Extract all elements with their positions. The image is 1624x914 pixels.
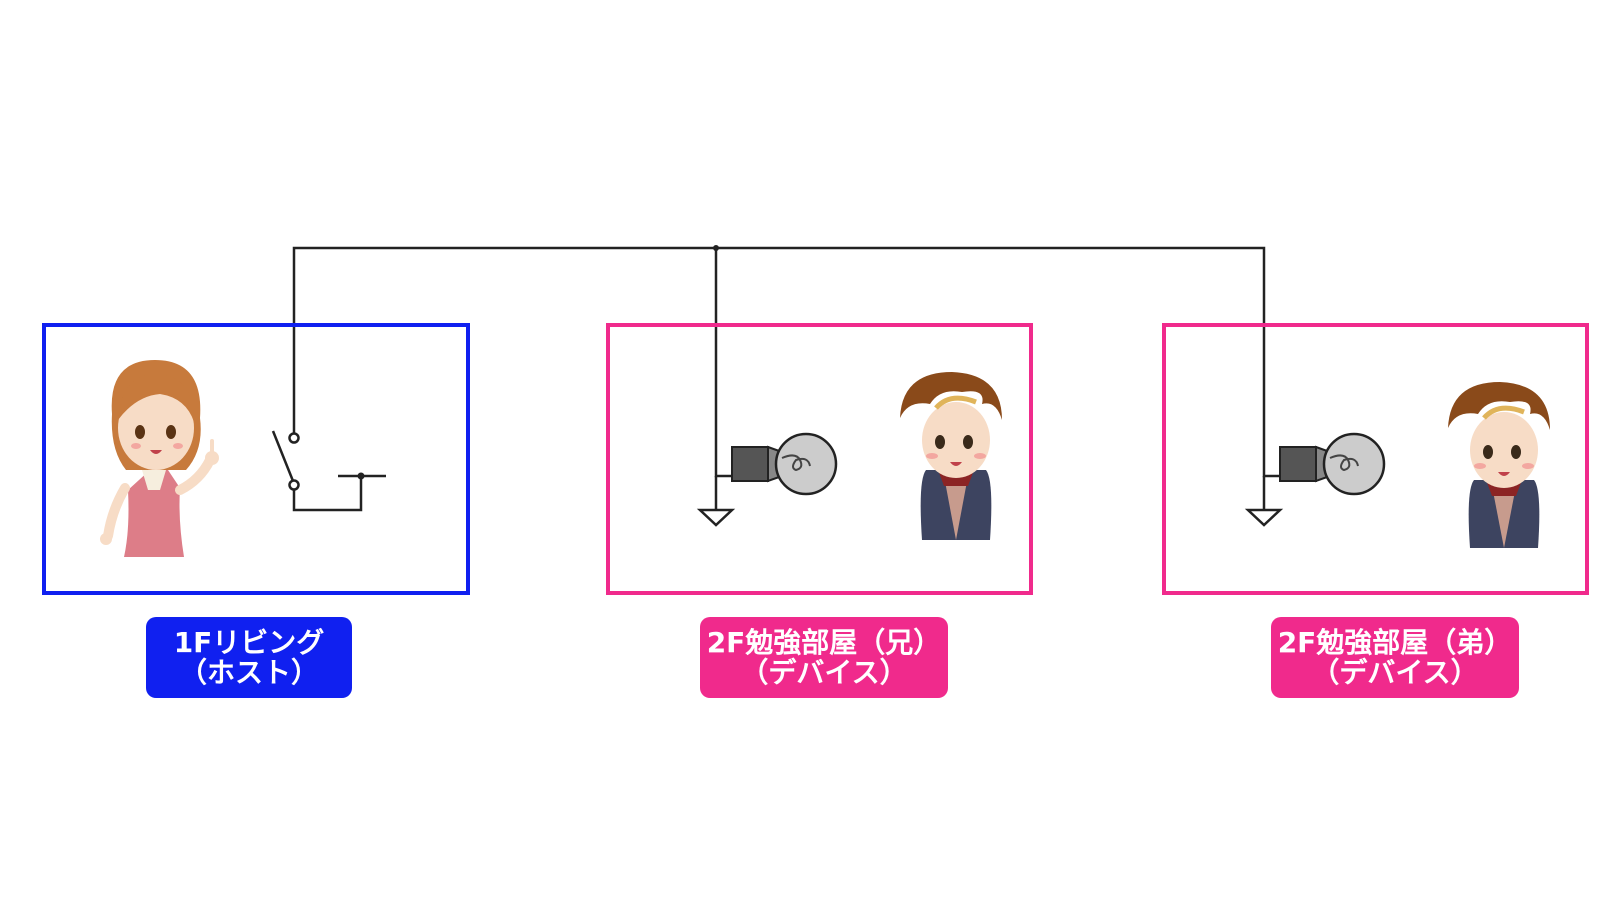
light-bulb-icon [1279, 432, 1386, 496]
woman-pointing-icon [100, 360, 219, 557]
room-role: （デバイス） [1311, 655, 1479, 689]
switch-icon [271, 430, 386, 512]
room-name: 2F勉強部屋（兄） [706, 625, 942, 659]
room-label-brother: 2F勉強部屋（兄） （デバイス） [700, 617, 948, 698]
room-label-younger: 2F勉強部屋（弟） （デバイス） [1271, 617, 1519, 698]
bus-wire [292, 245, 1266, 457]
room-box-younger [1162, 323, 1589, 595]
boy-icon [900, 372, 1002, 540]
ground-icon [696, 457, 736, 527]
room-box-host [42, 323, 470, 595]
room-role: （デバイス） [740, 655, 908, 689]
boy-icon [1448, 382, 1550, 548]
room-name: 1Fリビング [173, 625, 325, 659]
room-name: 2F勉強部屋（弟） [1277, 625, 1513, 659]
room-label-host: 1Fリビング （ホスト） [146, 617, 352, 698]
ground-icon [1244, 457, 1284, 527]
light-bulb-icon [731, 432, 838, 496]
room-role: （ホスト） [178, 655, 319, 689]
room-box-brother [606, 323, 1033, 595]
